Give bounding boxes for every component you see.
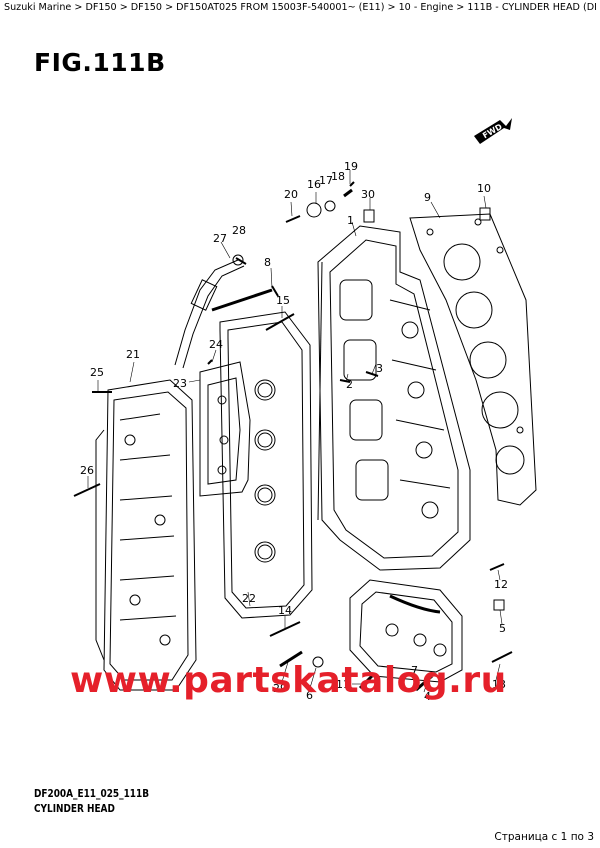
- callout-28: 28: [232, 224, 246, 237]
- bolt-20: [285, 215, 301, 223]
- callout-15: 15: [276, 294, 290, 307]
- pager: Страница с 1 по 3: [494, 831, 594, 843]
- fwd-arrow-icon: FWD: [474, 118, 512, 144]
- callout-13: 13: [492, 678, 506, 691]
- callout-25: 25: [90, 366, 104, 379]
- callout-10: 10: [477, 182, 491, 195]
- watermark: www.partskatalog.ru: [70, 660, 507, 701]
- callout-11: 11: [336, 678, 350, 691]
- bolt-13: [491, 651, 513, 663]
- bolt-11: [358, 674, 374, 690]
- callout-6: 6: [306, 689, 313, 702]
- breather-hose: [174, 254, 245, 369]
- dowel-5: [493, 599, 505, 611]
- callout-8: 8: [264, 256, 271, 269]
- callout-19: 19: [344, 160, 358, 173]
- callout-29: 29: [273, 682, 287, 695]
- callout-12: 12: [494, 578, 508, 591]
- head-cover: [95, 379, 197, 691]
- leader-lines: [87, 170, 503, 693]
- callout-27: 27: [213, 232, 227, 245]
- callout-3: 3: [376, 362, 383, 375]
- head-gasket: [409, 213, 537, 506]
- bolt-8: [211, 288, 273, 312]
- cover-gasket: [219, 311, 313, 619]
- dowel-10: [479, 207, 491, 221]
- callout-7: 7: [411, 664, 418, 677]
- breadcrumb: Suzuki Marine > DF150 > DF150 > DF150AT0…: [4, 2, 596, 13]
- callout-21: 21: [126, 348, 140, 361]
- callout-22: 22: [242, 592, 256, 605]
- callout-24: 24: [209, 338, 223, 351]
- clamp-28: [235, 257, 247, 265]
- callout-26: 26: [80, 464, 94, 477]
- callout-20: 20: [284, 188, 298, 201]
- pin-30: [363, 209, 375, 223]
- washer-6: [312, 656, 324, 668]
- bolt-14: [269, 621, 301, 637]
- callout-5: 5: [499, 622, 506, 635]
- figure-title: FIG.111B: [34, 48, 166, 77]
- pin-12: [489, 563, 505, 571]
- callout-14: 14: [278, 604, 292, 617]
- bolt-4: [415, 674, 433, 692]
- ring-17: [324, 200, 336, 212]
- callout-23: 23: [173, 377, 187, 390]
- callout-4: 4: [424, 690, 431, 703]
- callout-1: 1: [347, 214, 354, 227]
- sensor-29: [279, 650, 303, 668]
- bolt-24: [207, 359, 213, 365]
- lower-bracket: [349, 579, 463, 683]
- callout-2: 2: [346, 378, 353, 391]
- figure-code: DF200A_E11_025_111B: [34, 788, 150, 800]
- bolt-15: [265, 313, 295, 331]
- callout-9: 9: [424, 191, 431, 204]
- figure-caption: CYLINDER HEAD: [34, 803, 115, 815]
- seal-16: [306, 202, 322, 218]
- pin-2: [339, 379, 351, 383]
- bolt-26: [73, 483, 101, 497]
- plug-18: [343, 188, 353, 198]
- callout-30: 30: [361, 188, 375, 201]
- callout-16: 16: [307, 178, 321, 191]
- callout-18: 18: [331, 170, 345, 183]
- callout-17: 17: [319, 174, 333, 187]
- cylinder-head: [317, 225, 471, 571]
- gasket-plate: [199, 361, 251, 497]
